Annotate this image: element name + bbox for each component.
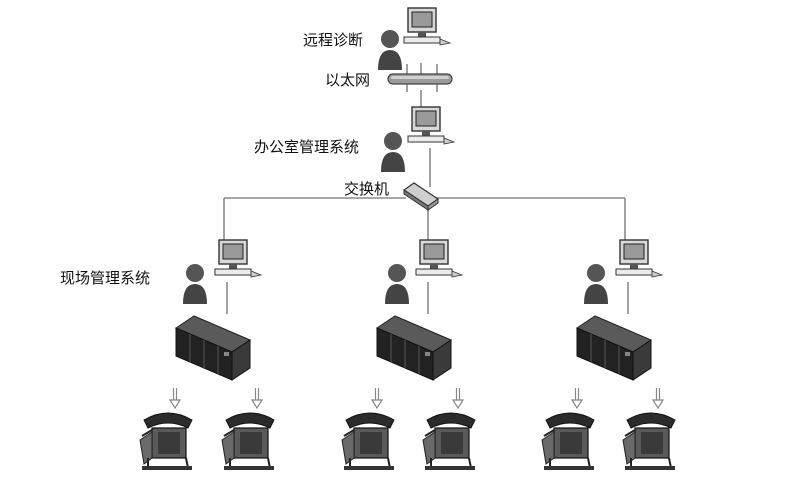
workstation-icon [615,239,663,278]
down-arrow-icon [169,387,181,409]
workstation-icon [214,239,262,278]
field-system-label: 现场管理系统 [60,269,150,287]
induction-furnace-icon [341,412,395,471]
down-arrow-icon [571,387,583,409]
person-icon [378,30,402,70]
network-switch-icon [402,182,440,211]
remote-diagnosis-label: 远程诊断 [303,31,363,49]
office-system-label: 办公室管理系统 [254,138,359,156]
induction-furnace-icon [139,412,193,471]
person-icon [183,264,207,304]
induction-furnace-icon [221,412,275,471]
induction-furnace-icon [541,412,595,471]
control-cabinet-icon [376,315,452,381]
down-arrow-icon [251,387,263,409]
ethernet-label: 以太网 [325,71,370,89]
person-icon [381,132,405,172]
person-icon [584,264,608,304]
workstation-icon [403,7,451,46]
control-cabinet-icon [175,315,251,381]
field-station-middle [385,239,463,304]
down-arrow-icon [452,387,464,409]
workstation-icon [407,106,455,145]
ethernet-bus-icon [387,73,453,85]
control-cabinet-icon [576,315,652,381]
workstation-icon [415,239,463,278]
induction-furnace-icon [422,412,476,471]
field-station-right [584,239,663,304]
person-icon [385,264,409,304]
office-management-station [381,106,455,172]
induction-furnace-icon [622,412,676,471]
field-station-left [183,239,262,304]
switch-label: 交换机 [344,180,389,198]
connection-lines [223,63,629,314]
remote-diagnosis-station [378,7,451,70]
down-arrow-icon [371,387,383,409]
down-arrow-icon [652,387,664,409]
